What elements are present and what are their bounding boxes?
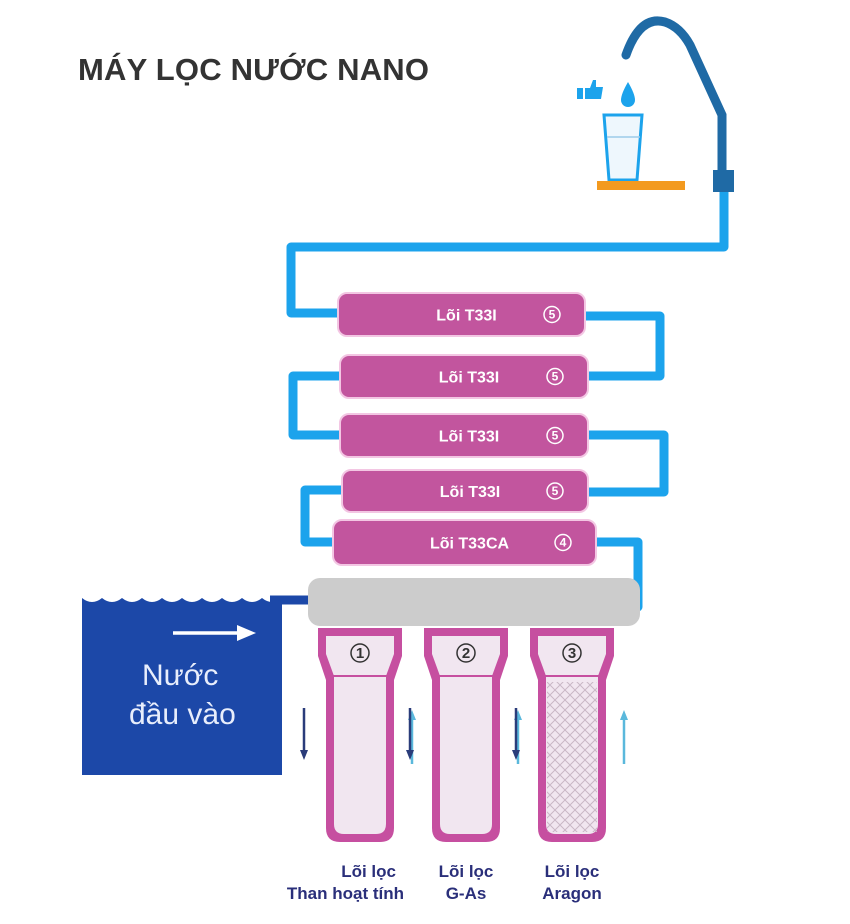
thumbs-up-icon	[577, 80, 603, 99]
filter-cartridge: Lõi T33I 5	[339, 413, 589, 458]
filter-cartridge: Lõi T33CA 4	[332, 519, 597, 566]
glass-icon	[602, 113, 644, 182]
inlet-label-line1: Nước	[142, 659, 218, 692]
filter-body	[332, 519, 597, 566]
filter-cartridge: Lõi T33I 5	[341, 469, 589, 513]
pipe-loop-3-4	[588, 430, 669, 497]
filter-label: Lõi T33I	[439, 370, 499, 387]
filter-body	[337, 292, 586, 337]
pipe-loop-2-3	[288, 371, 340, 440]
water-drop-icon	[621, 82, 635, 107]
pipe-network	[270, 190, 729, 612]
canister-core	[432, 636, 500, 834]
pipe-outlet	[286, 190, 729, 318]
mesh-pattern	[547, 682, 597, 832]
stage-number-ring	[543, 305, 561, 324]
canister-stage-number: 2	[462, 645, 470, 662]
canister-label-line2: Than hoạt tính	[287, 884, 404, 903]
filter-stage-number: 5	[549, 308, 556, 322]
stage-number-ring	[546, 426, 564, 445]
filter-label: Lõi T33I	[439, 429, 499, 446]
stage-number-ring	[546, 367, 564, 386]
filter-label: Lõi T33I	[440, 484, 500, 501]
canister-label-line1: Lõi lọc	[439, 862, 494, 881]
filter-cartridge: Lõi T33I 5	[337, 292, 586, 337]
canister-core	[326, 636, 394, 834]
filter-stage-number: 5	[552, 429, 559, 443]
pipe-loop-1-2	[585, 311, 665, 381]
stage-number-ring	[546, 482, 564, 500]
filter-stage-number: 4	[560, 536, 567, 550]
faucet	[577, 16, 734, 192]
canister-label-line2: G-As	[446, 884, 487, 903]
filter-body	[339, 413, 589, 458]
filter-cartridge: Lõi T33I 5	[339, 354, 589, 399]
canister-number-ring	[456, 643, 476, 663]
manifold	[308, 578, 640, 626]
canister-label-line1: Lõi lọc	[545, 862, 600, 881]
faucet-spout	[621, 16, 727, 175]
inlet-water-tank: Nước đầu vào	[82, 598, 282, 775]
filter-label: Lõi T33CA	[430, 536, 510, 553]
canister-stage-number: 3	[568, 645, 576, 662]
diagram-title: MÁY LỌC NƯỚC NANO	[78, 52, 430, 87]
shelf	[597, 181, 685, 190]
inlet-label-line2: đầu vào	[129, 698, 236, 731]
faucet-valve	[713, 170, 734, 192]
canister-label-line2: Aragon	[542, 884, 602, 903]
filter-stage-number: 5	[552, 484, 559, 498]
flow-arrow-icon	[173, 625, 256, 641]
filter-stage-number: 5	[552, 370, 559, 384]
pipe-loop-4-5	[300, 485, 342, 547]
filter-body	[341, 469, 589, 513]
canister-label-line1: Lõi lọc	[341, 862, 396, 881]
stage-number-ring	[554, 533, 572, 552]
filter-label: Lõi T33I	[436, 308, 496, 325]
canister-stage-number: 1	[356, 645, 364, 662]
canister-number-ring	[562, 643, 582, 663]
filter-body	[339, 354, 589, 399]
canister-number-ring	[350, 643, 370, 663]
